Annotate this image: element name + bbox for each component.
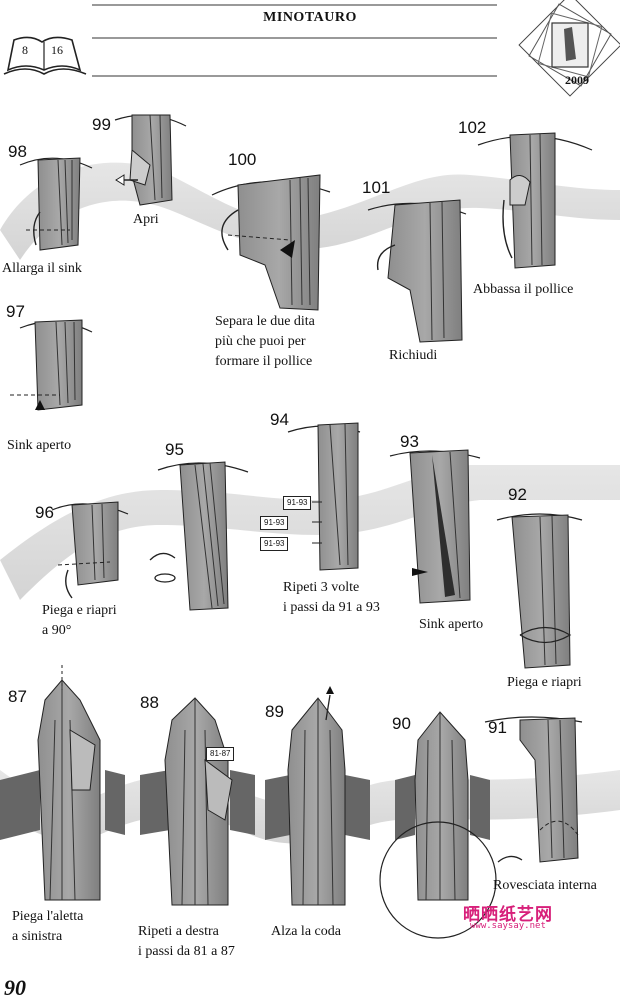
step-89-diagram — [265, 686, 370, 906]
book-page-left: 8 — [22, 43, 28, 57]
step-caption: Allarga il sink — [2, 261, 82, 276]
book-page-right: 16 — [51, 43, 63, 57]
step-97-diagram — [10, 319, 83, 411]
step-99-diagram — [115, 114, 173, 206]
watermark-logo: 晒晒纸艺网 — [463, 905, 553, 925]
step-number: 88 — [140, 693, 159, 712]
step-caption: Sink aperto — [419, 617, 484, 632]
step-number: 99 — [92, 115, 111, 134]
step-number: 102 — [458, 118, 487, 137]
step-number: 96 — [35, 503, 54, 522]
step-caption: Apri — [133, 212, 159, 227]
step-number: 97 — [6, 302, 25, 321]
step-number: 93 — [400, 432, 419, 451]
book-icon — [3, 36, 87, 75]
step-91-diagram — [497, 717, 579, 863]
step-caption: Separa le due dita più che puoi per form… — [215, 314, 315, 369]
step-caption: Richiudi — [389, 348, 438, 363]
step-caption: Piega l'aletta a sinistra — [12, 909, 84, 944]
step-number: 101 — [362, 178, 391, 197]
step-caption: Sink aperto — [7, 438, 72, 453]
step-90-diagram — [379, 711, 497, 939]
repeat-ref-box: 91-93 — [283, 496, 312, 510]
step-number: 89 — [265, 702, 284, 721]
seal-year: 2009 — [565, 73, 589, 87]
step-87-diagram — [0, 665, 125, 901]
step-caption: Ripeti 3 volte i passi da 91 a 93 — [283, 580, 380, 615]
step-98-diagram — [26, 157, 81, 251]
step-96-diagram — [57, 501, 176, 599]
step-101-diagram — [376, 199, 463, 343]
page-number: 90 — [4, 975, 26, 1000]
step-88-diagram — [140, 697, 255, 906]
step-number: 90 — [392, 714, 411, 733]
step-95-diagram — [179, 461, 229, 611]
step-102-diagram — [502, 132, 556, 269]
repeat-ref-box: 91-93 — [260, 537, 289, 551]
step-number: 91 — [488, 718, 507, 737]
step-caption: Ripeti a destra i passi da 81 a 87 — [138, 924, 235, 959]
step-number: 87 — [8, 687, 27, 706]
step-caption: Piega e riapri a 90° — [42, 603, 117, 638]
page-title: MINOTAURO — [263, 10, 357, 25]
step-caption: Rovesciata interna — [493, 878, 597, 893]
repeat-ref-box: 81-87 — [206, 747, 235, 761]
repeat-ref-box: 91-93 — [260, 516, 289, 530]
step-caption: Piega e riapri — [507, 675, 582, 690]
step-100-diagram — [221, 174, 321, 311]
step-number: 98 — [8, 142, 27, 161]
step-number: 100 — [228, 150, 257, 169]
step-92-diagram — [511, 514, 572, 669]
step-caption: Alza la coda — [271, 924, 341, 939]
step-number: 92 — [508, 485, 527, 504]
step-94-diagram — [312, 422, 359, 571]
watermark-url: www.saysay.net — [470, 921, 546, 931]
step-number: 95 — [165, 440, 184, 459]
step-number: 94 — [270, 410, 289, 429]
seal-logo-icon — [518, 0, 620, 97]
step-93-diagram — [409, 449, 471, 604]
eye-icon — [154, 573, 176, 583]
step-caption: Abbassa il pollice — [473, 282, 574, 297]
